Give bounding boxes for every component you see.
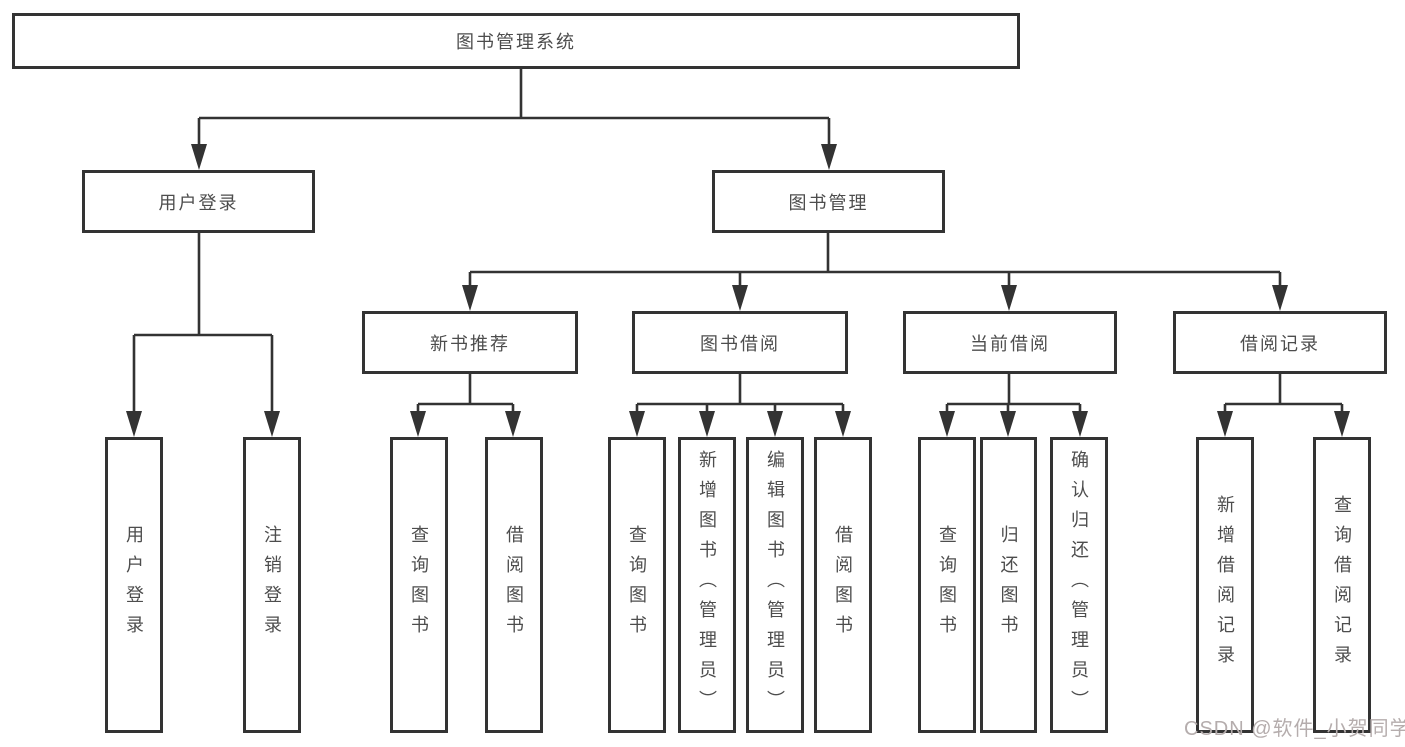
node-label: 新增借阅记录 [1215,495,1235,675]
node-label: 用户登录 [158,192,239,213]
node-confirm-return-admin: 确认归还（管理员） [1050,437,1108,733]
node-label: 图书管理系统 [456,32,576,52]
node-label: 查询图书 [627,525,647,645]
node-label: 借阅图书 [504,525,524,645]
node-label: 确认归还（管理员） [1069,450,1089,720]
node-new-book-recommend: 新书推荐 [362,311,578,374]
node-label: 新书推荐 [430,333,510,354]
node-label: 借阅记录 [1240,333,1320,354]
node-label: 查询图书 [937,525,957,645]
node-borrow-books-leaf: 借阅图书 [814,437,872,733]
node-label: 图书借阅 [700,333,780,354]
node-book-borrow: 图书借阅 [632,311,848,374]
node-label: 查询借阅记录 [1332,495,1352,675]
node-borrow-books-recommend: 借阅图书 [485,437,543,733]
arrowheads [126,144,1350,437]
node-borrow-records: 借阅记录 [1173,311,1387,374]
node-user-login: 用户登录 [82,170,315,233]
node-label: 图书管理 [788,192,869,213]
node-query-books-recommend: 查询图书 [390,437,448,733]
node-label: 新增图书（管理员） [697,450,717,720]
node-label: 查询图书 [409,525,429,645]
node-logout-leaf: 注销登录 [243,437,301,733]
node-add-books-admin: 新增图书（管理员） [678,437,736,733]
node-book-management: 图书管理 [712,170,945,233]
node-query-books-borrow: 查询图书 [608,437,666,733]
node-label: 编辑图书（管理员） [765,450,785,720]
node-label: 当前借阅 [970,333,1050,354]
node-return-books: 归还图书 [980,437,1037,733]
node-label: 注销登录 [262,525,282,645]
node-query-borrow-record: 查询借阅记录 [1313,437,1371,733]
node-query-books-current: 查询图书 [918,437,976,733]
node-add-borrow-record: 新增借阅记录 [1196,437,1254,733]
node-system-root: 图书管理系统 [12,13,1020,69]
node-user-login-leaf: 用户登录 [105,437,163,733]
node-label: 用户登录 [124,525,144,645]
node-label: 借阅图书 [833,525,853,645]
node-edit-books-admin: 编辑图书（管理员） [746,437,804,733]
node-current-borrow: 当前借阅 [903,311,1117,374]
node-label: 归还图书 [998,525,1019,645]
csdn-watermark: CSDN @软件_小贺同学 [1184,718,1405,740]
